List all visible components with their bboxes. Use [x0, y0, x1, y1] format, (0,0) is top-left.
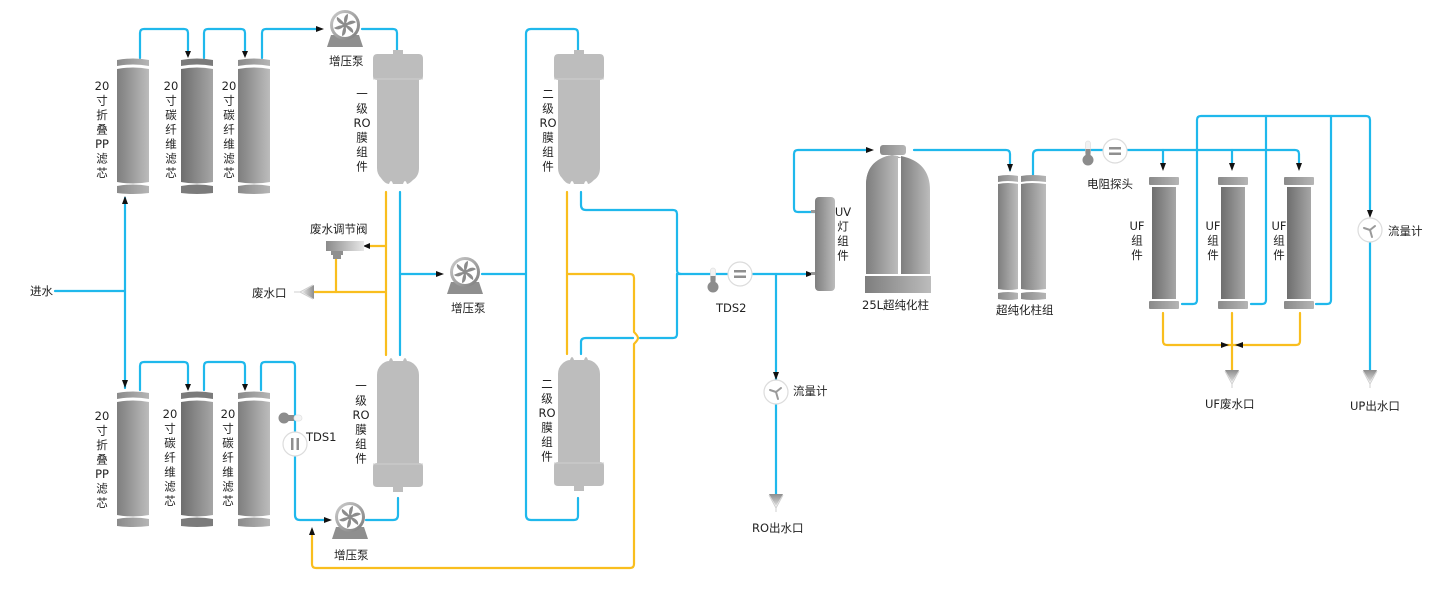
pump-label-1: 增压泵	[329, 54, 364, 68]
ro-membrane-2-bottom	[553, 356, 605, 492]
pump-icon[interactable]	[327, 10, 363, 47]
pure-water-pipes	[53, 27, 1372, 522]
flowmeter-icon[interactable]	[763, 379, 789, 405]
tds-meter-icon[interactable]	[282, 431, 308, 457]
tds-meter-icon[interactable]	[1102, 138, 1128, 164]
carbon-filter-top-2	[238, 58, 270, 194]
uf-waste-outlet-label: UF废水口	[1205, 397, 1255, 411]
ultrapure-column-group	[998, 175, 1046, 300]
uf-module-3	[1284, 177, 1314, 309]
tds2-label: TDS2	[715, 301, 747, 315]
ro-membrane-2-top	[553, 49, 605, 185]
tds-meter-icon[interactable]	[727, 261, 753, 287]
uv-lamp-module	[811, 197, 835, 291]
inlet-label: 进水	[30, 284, 53, 298]
waste-water-pipes	[310, 190, 1302, 570]
ro-membrane-1-bottom	[372, 357, 424, 493]
thermometer-icon	[278, 412, 303, 424]
column-group-label: 超纯化柱组	[996, 303, 1054, 317]
carbon-filter-top-1	[181, 58, 213, 194]
tds1-label: TDS1	[305, 430, 337, 444]
outlet-funnel-icon	[1224, 369, 1240, 389]
carbon-filter-bottom-2	[238, 391, 270, 527]
pump-icon[interactable]	[447, 257, 483, 294]
ro-outlet-label: RO出水口	[752, 521, 804, 535]
ro-membrane-1-top	[372, 49, 424, 185]
flow-arrows	[122, 26, 1373, 535]
waste-valve-label: 废水调节阀	[310, 222, 368, 236]
pp-filter-top	[117, 58, 149, 194]
carbon-filter-bottom-1	[181, 391, 213, 527]
pump-label-3: 增压泵	[334, 548, 369, 562]
pump-label-2: 增压泵	[451, 301, 486, 315]
waste-outlet-label: 废水口	[252, 286, 287, 300]
flowmeter-label-ro: 流量计	[793, 384, 828, 398]
up-outlet-label: UP出水口	[1350, 399, 1400, 413]
pump-icon[interactable]	[332, 502, 368, 539]
outlet-funnel-icon	[1362, 369, 1378, 389]
valve-icon[interactable]	[326, 241, 364, 259]
column-25l-label: 25L超纯化柱	[862, 298, 930, 312]
uf-module-1	[1149, 177, 1179, 309]
flowmeter-label-up: 流量计	[1388, 224, 1423, 238]
ultrapure-column-25l	[865, 145, 931, 293]
flowmeter-icon[interactable]	[1357, 217, 1383, 243]
outlet-funnel-icon	[294, 284, 314, 300]
uf-module-2	[1218, 177, 1248, 309]
outlet-funnel-icon	[768, 493, 784, 513]
pp-filter-bottom	[117, 391, 149, 527]
resistivity-probe-label: 电阻探头	[1087, 177, 1133, 191]
thermometer-icon	[707, 267, 719, 293]
thermometer-icon	[1082, 140, 1094, 166]
